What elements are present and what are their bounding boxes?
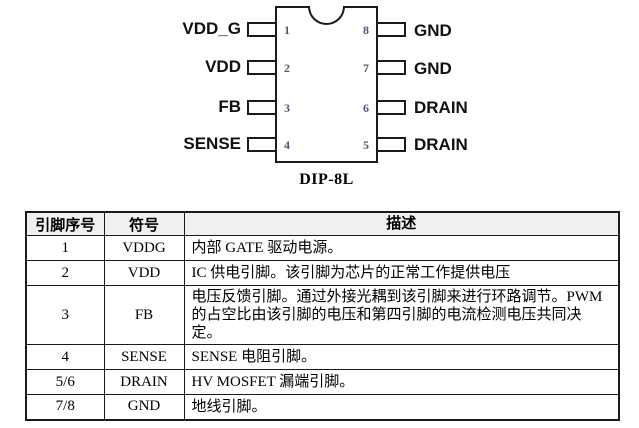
pin-description-table: 引脚序号 符号 描述 1 VDDG 内部 GATE 驱动电源。 2 VDD IC… [25, 211, 620, 421]
cell-description: SENSE 电阻引脚。 [183, 344, 620, 370]
pin3-lead [247, 100, 277, 115]
cell-pin: 7/8 [25, 394, 105, 420]
cell-symbol: DRAIN [103, 369, 185, 395]
cell-symbol: FB [103, 285, 185, 345]
pin6-label: DRAIN [414, 98, 468, 117]
pin8-number: 8 [363, 23, 369, 37]
cell-description: 地线引脚。 [183, 394, 620, 420]
package-caption: DIP-8L [299, 171, 354, 188]
pin2-label: VDD [205, 57, 241, 76]
pin1-number: 1 [284, 23, 290, 37]
pin3-label: FB [218, 97, 241, 116]
table-row: 7/8 GND 地线引脚。 [25, 394, 620, 420]
cell-symbol: SENSE [103, 344, 185, 370]
table-row: 1 VDDG 内部 GATE 驱动电源。 [25, 235, 620, 261]
cell-pin: 1 [25, 235, 105, 261]
pin5-label: DRAIN [414, 135, 468, 154]
pin1-label: VDD_G [182, 19, 241, 38]
table-row: 3 FB 电压反馈引脚。通过外接光耦到该引脚来进行环路调节。PWM 的占空比由该… [25, 285, 620, 345]
header-symbol: 符号 [103, 211, 185, 236]
pin3-number: 3 [284, 101, 290, 115]
pin5-lead [376, 137, 406, 152]
pin4-label: SENSE [183, 134, 241, 153]
pin1-notch-icon [308, 6, 345, 25]
cell-description: 电压反馈引脚。通过外接光耦到该引脚来进行环路调节。PWM 的占空比由该引脚的电压… [183, 285, 620, 345]
cell-description: IC 供电引脚。该引脚为芯片的正常工作提供电压 [183, 260, 620, 286]
cell-pin: 2 [25, 260, 105, 286]
header-pin-number: 引脚序号 [25, 211, 105, 236]
table-header-row: 引脚序号 符号 描述 [25, 211, 620, 236]
pin2-number: 2 [284, 61, 290, 75]
pin5-number: 5 [363, 138, 369, 152]
table-row: 5/6 DRAIN HV MOSFET 漏端引脚。 [25, 369, 620, 395]
ic-package-body: 1 2 3 4 8 7 6 5 [275, 6, 378, 163]
pin8-lead [376, 22, 406, 37]
pin7-number: 7 [363, 61, 369, 75]
cell-pin: 4 [25, 344, 105, 370]
cell-pin: 5/6 [25, 369, 105, 395]
pin7-lead [376, 60, 406, 75]
pin6-lead [376, 100, 406, 115]
table-row: 4 SENSE SENSE 电阻引脚。 [25, 344, 620, 370]
cell-symbol: VDD [103, 260, 185, 286]
cell-description: 内部 GATE 驱动电源。 [183, 235, 620, 261]
cell-pin: 3 [25, 285, 105, 345]
cell-symbol: VDDG [103, 235, 185, 261]
pin6-number: 6 [363, 101, 369, 115]
table-row: 2 VDD IC 供电引脚。该引脚为芯片的正常工作提供电压 [25, 260, 620, 286]
header-description: 描述 [183, 211, 620, 236]
pin8-label: GND [414, 21, 452, 40]
pin7-label: GND [414, 59, 452, 78]
cell-symbol: GND [103, 394, 185, 420]
cell-description: HV MOSFET 漏端引脚。 [183, 369, 620, 395]
pin1-lead [247, 22, 277, 37]
pin2-lead [247, 60, 277, 75]
pin4-number: 4 [284, 138, 290, 152]
pin4-lead [247, 137, 277, 152]
